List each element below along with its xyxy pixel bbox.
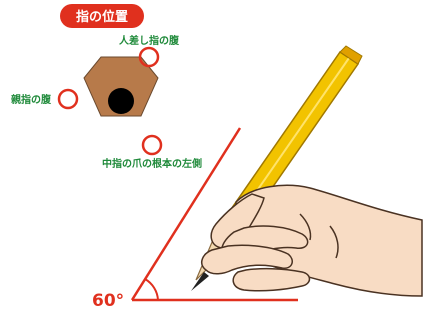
pencil-end (339, 45, 363, 65)
title-badge-bg (60, 4, 144, 28)
middle-finger-nail-marker (141, 134, 163, 156)
pencil-angle-line (130, 127, 242, 301)
title-text: 指の位置 (76, 9, 128, 25)
hand-ring-finger (232, 267, 311, 292)
pencil-cross-section (83, 56, 159, 117)
angle-label: 60° (92, 291, 124, 311)
index-finger-pad-marker (138, 46, 160, 68)
hand-crease-1 (299, 213, 312, 241)
angle-arc (144, 278, 159, 301)
pencil-lead-tip (191, 272, 209, 291)
thumb-pad-label: 親指の腹 (11, 93, 52, 106)
hand (201, 184, 423, 297)
title-badge: 指の位置 (60, 4, 144, 28)
hand-middle-finger (201, 244, 293, 275)
hand-crease-2 (329, 225, 339, 259)
pencil-lead-dot (108, 88, 134, 114)
index-finger-pad-label: 人差し指の腹 (119, 34, 180, 47)
pencil-hexagon (83, 56, 159, 117)
middle-finger-nail-label: 中指の爪の根本の左側 (102, 157, 202, 170)
thumb-pad-marker (57, 88, 79, 110)
